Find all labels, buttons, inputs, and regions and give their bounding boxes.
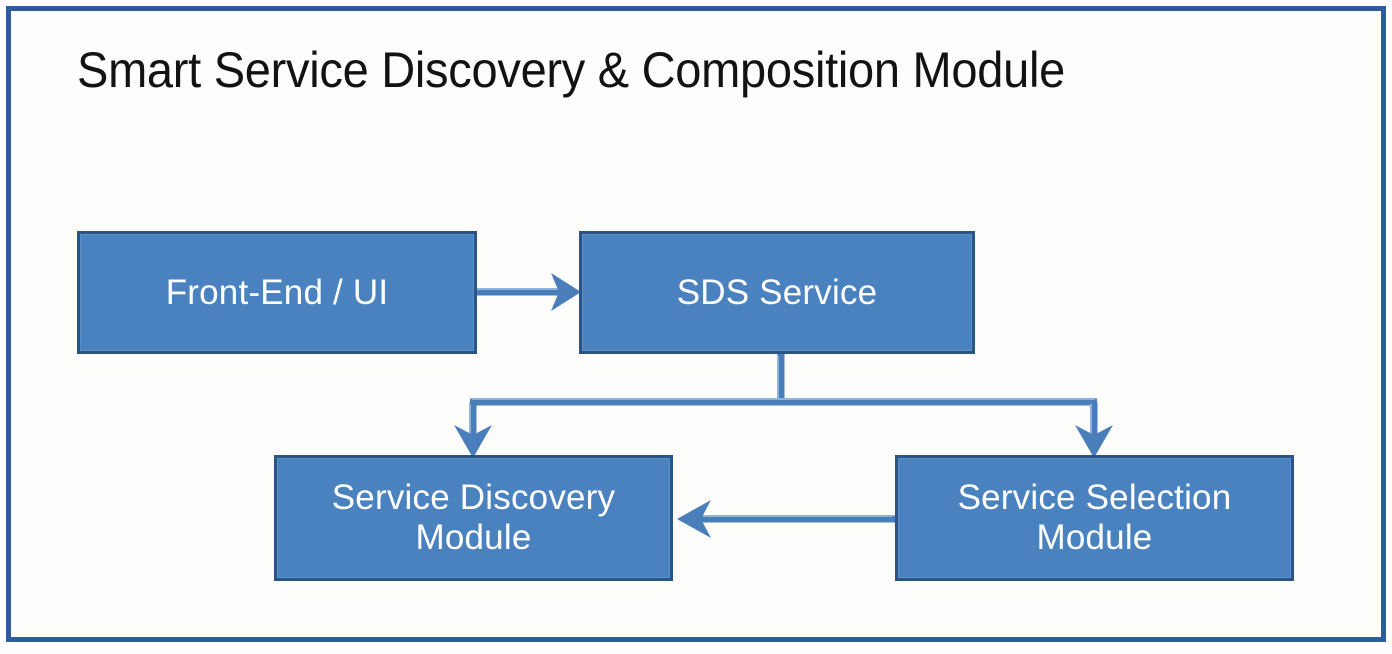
node-discovery-label-line2: Module [415, 518, 532, 557]
node-discovery-label: Service Discovery Module [332, 478, 615, 558]
edge-selection-to-discovery [677, 500, 895, 538]
node-service-selection-module[interactable]: Service Selection Module [895, 455, 1294, 581]
edge-bus-to-discovery [454, 402, 492, 458]
node-selection-label-line1: Service Selection [957, 478, 1232, 518]
node-front-end-ui[interactable]: Front-End / UI [77, 231, 477, 354]
edge-bus-to-selection [1075, 402, 1113, 458]
node-sds-service[interactable]: SDS Service [579, 231, 975, 354]
node-service-discovery-module[interactable]: Service Discovery Module [274, 455, 673, 581]
node-selection-label-line2: Module [1036, 518, 1153, 557]
node-selection-label: Service Selection Module [958, 478, 1232, 558]
edge-frontend-to-sds [477, 273, 581, 311]
page-title: Smart Service Discovery & Composition Mo… [77, 42, 1065, 98]
diagram-frame: Smart Service Discovery & Composition Mo… [6, 6, 1386, 642]
node-discovery-label-line1: Service Discovery [331, 478, 616, 518]
edge-sds-bus [470, 354, 1097, 406]
